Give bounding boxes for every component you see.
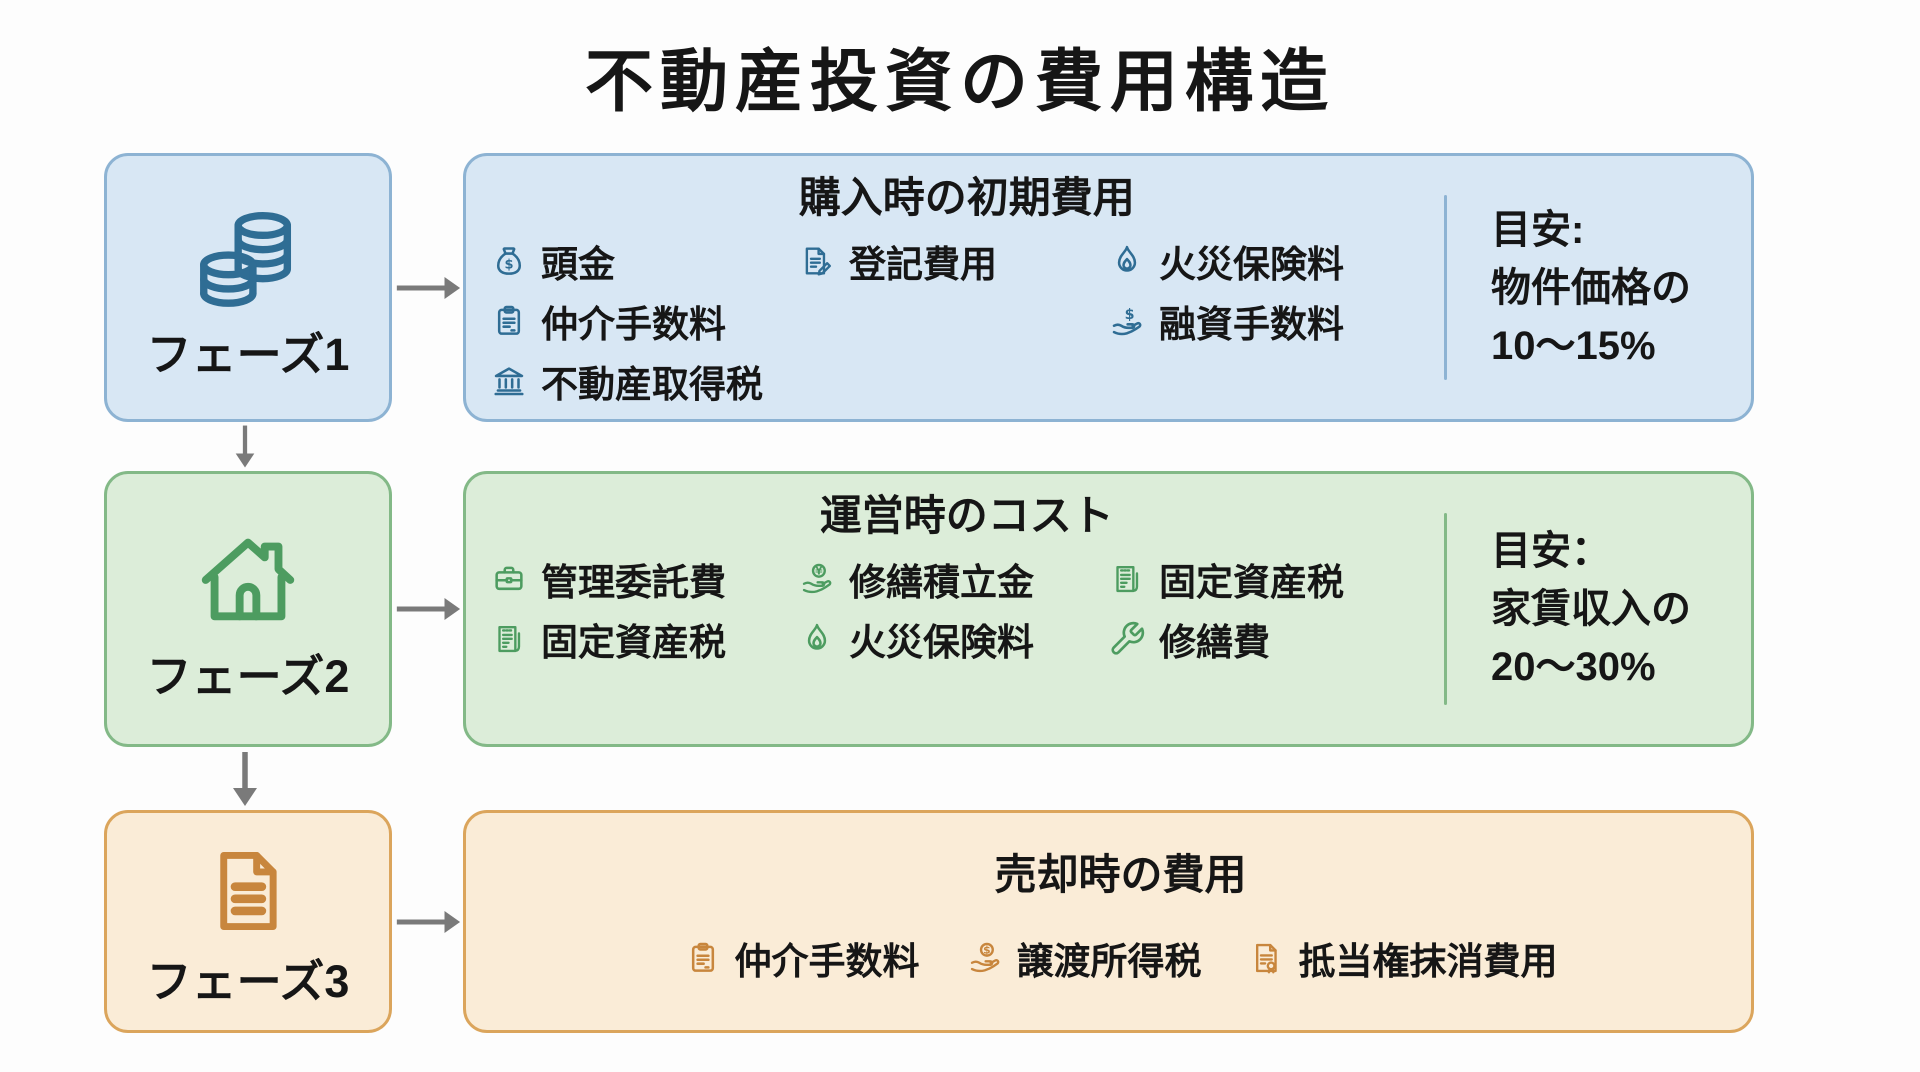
- house-icon: [189, 520, 307, 638]
- cost-item-label: 登記費用: [849, 244, 997, 286]
- operating-costs-box: 運営時のコスト管理委託費修繕積立金固定資産税固定資産税火災保険料修繕費目安：家賃…: [463, 471, 1754, 747]
- cost-item-label: 不動産取得税: [541, 364, 763, 406]
- cost-item: 修繕費: [1108, 612, 1444, 666]
- box-title-1: 購入時の初期費用: [798, 174, 1135, 221]
- cost-item: 火災保険料: [798, 612, 1108, 666]
- cost-item-label: 火災保険料: [849, 622, 1034, 664]
- cost-item-label: 仲介手数料: [541, 304, 726, 346]
- sale-costs-box: 売却時の費用仲介手数料 譲渡所得税 抵当権抹消費用: [463, 810, 1754, 1033]
- cost-item-label: 譲渡所得税: [1016, 941, 1202, 983]
- cost-item: 登記費用: [798, 234, 1108, 288]
- hand-coin-dollar-icon: [966, 939, 1004, 977]
- cost-items: 仲介手数料 譲渡所得税 抵当権抹消費用: [490, 931, 1751, 985]
- document-pen-icon: [798, 242, 836, 280]
- phase-label-1: フェーズ1: [146, 329, 350, 380]
- divider: [1443, 513, 1447, 705]
- cost-item-label: 管理委託費: [541, 562, 726, 604]
- flame-icon: [798, 620, 836, 658]
- cost-item: 譲渡所得税: [966, 931, 1202, 985]
- cost-item: 固定資産税: [490, 612, 798, 666]
- phase-row-1: フェーズ1 購入時の初期費用頭金 登記費用 火災保険料仲介手数料 融資手数料不動産取得税…: [104, 153, 1754, 422]
- certificate-icon: [1248, 939, 1286, 977]
- cost-item-label: 火災保険料: [1159, 244, 1344, 286]
- receipt-icon: [1108, 560, 1146, 598]
- cost-item-label: 仲介手数料: [734, 941, 920, 983]
- box-title-3: 売却時の費用: [994, 851, 1247, 898]
- cost-item: 不動産取得税: [490, 354, 798, 408]
- coins-icon: [189, 198, 307, 316]
- flame-icon: [1108, 242, 1146, 280]
- box-main: 売却時の費用仲介手数料 譲渡所得税 抵当権抹消費用: [466, 825, 1751, 1018]
- connector-cell: [392, 153, 463, 422]
- arrow-down-icon: [228, 750, 262, 808]
- cost-items: 頭金 登記費用 火災保険料仲介手数料 融資手数料不動産取得税: [490, 234, 1444, 408]
- guideline-1: 目安: 物件価格の 10〜15%: [1447, 168, 1751, 407]
- purchase-costs-box: 購入時の初期費用頭金 登記費用 火災保険料仲介手数料 融資手数料不動産取得税 目安: 物件…: [463, 153, 1754, 422]
- cost-item: 頭金: [490, 234, 798, 288]
- briefcase-icon: [490, 560, 528, 598]
- document-icon: [196, 839, 300, 943]
- guideline-line: 目安：: [1491, 529, 1611, 573]
- cost-item: 融資手数料: [1108, 294, 1444, 348]
- hand-coin-icon: [798, 560, 836, 598]
- phase-label-3: フェーズ3: [146, 956, 350, 1007]
- phase-box-3: フェーズ3: [104, 810, 392, 1033]
- cost-item-label: 修繕費: [1159, 622, 1270, 664]
- box-main: 運営時のコスト管理委託費修繕積立金固定資産税固定資産税火災保険料修繕費: [466, 486, 1444, 732]
- cost-item: 仲介手数料: [490, 294, 798, 348]
- guideline-2: 目安： 家賃収入の 20〜30%: [1447, 486, 1751, 732]
- page-title: 不動産投資の費用構造: [584, 44, 1335, 120]
- money-bag-icon: [490, 242, 528, 280]
- arrow-right-icon: [395, 907, 461, 937]
- cost-item: 修繕積立金: [798, 552, 1108, 606]
- guideline-line: 家賃収入の: [1491, 587, 1691, 631]
- cost-item: 管理委託費: [490, 552, 798, 606]
- guideline-line: 10〜15%: [1491, 323, 1656, 368]
- cost-item-label: 抵当権抹消費用: [1298, 941, 1558, 983]
- box-main: 購入時の初期費用頭金 登記費用 火災保険料仲介手数料 融資手数料不動産取得税: [466, 168, 1444, 407]
- connector-cell: [392, 810, 463, 1033]
- divider: [1443, 195, 1447, 380]
- phase-box-1: フェーズ1: [104, 153, 392, 422]
- phase-label-2: フェーズ2: [146, 650, 350, 702]
- clipboard-icon: [490, 302, 528, 340]
- cost-item: 固定資産税: [1108, 552, 1444, 606]
- guideline-line: 物件価格の: [1491, 265, 1691, 310]
- cost-item: 抵当権抹消費用: [1248, 931, 1558, 985]
- cost-item-label: 修繕積立金: [849, 562, 1034, 604]
- cost-item-label: 固定資産税: [1159, 562, 1344, 604]
- hand-dollar-icon: [1108, 302, 1146, 340]
- bank-icon: [490, 362, 528, 400]
- phase-box-2: フェーズ2: [104, 471, 392, 747]
- arrow-down-icon: [228, 424, 262, 469]
- cost-item-label: 固定資産税: [541, 622, 726, 664]
- connector-cell: [392, 471, 463, 747]
- clipboard-icon: [684, 939, 722, 977]
- cost-item: 火災保険料: [1108, 234, 1444, 288]
- guideline-line: 目安:: [1491, 207, 1585, 252]
- receipt-icon: [490, 620, 528, 658]
- guideline-line: 20〜30%: [1491, 645, 1656, 689]
- cost-items: 管理委託費修繕積立金固定資産税固定資産税火災保険料修繕費: [490, 552, 1444, 666]
- cost-item-label: 頭金: [541, 244, 615, 286]
- wrench-icon: [1108, 620, 1146, 658]
- arrow-right-icon: [395, 273, 461, 303]
- phase-row-3: フェーズ3 売却時の費用仲介手数料 譲渡所得税 抵当権抹消費用: [104, 810, 1754, 1033]
- cost-item-label: 融資手数料: [1159, 304, 1344, 346]
- cost-item: 仲介手数料: [684, 931, 920, 985]
- arrow-right-icon: [395, 594, 461, 624]
- box-title-2: 運営時のコスト: [819, 492, 1114, 539]
